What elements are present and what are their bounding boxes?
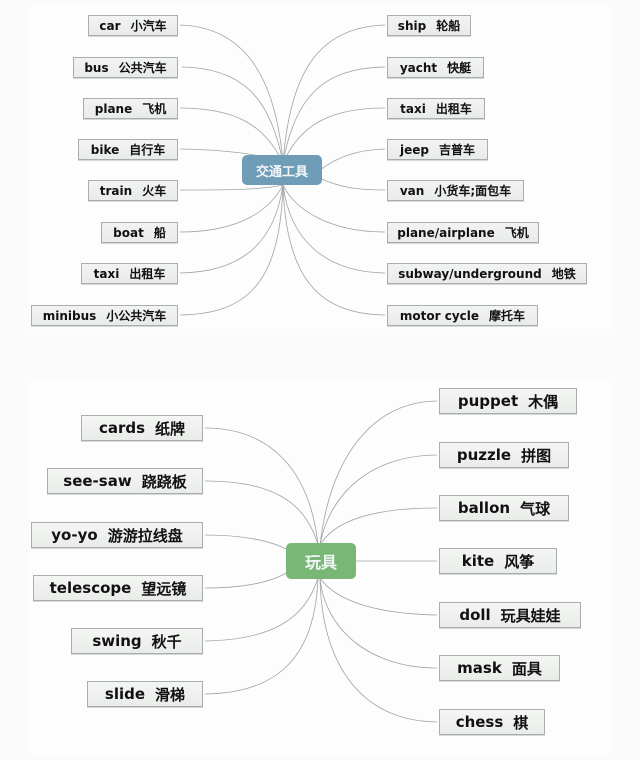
- toys-left-node[interactable]: telescope 望远镜: [33, 575, 203, 601]
- node-zh: 风筝: [504, 552, 535, 571]
- node-en: puzzle: [456, 446, 512, 464]
- node-en: plane/airplane: [397, 225, 495, 240]
- node-en: slide: [104, 685, 146, 703]
- node-zh: 摩托车: [489, 309, 526, 323]
- node-en: subway/underground: [398, 266, 542, 281]
- node-zh: 望远镜: [141, 579, 187, 598]
- transport-left-node[interactable]: boat 船: [101, 222, 178, 243]
- node-en: swing: [92, 632, 142, 650]
- node-en: mask: [457, 659, 502, 677]
- transport-center-node[interactable]: 交通工具: [242, 155, 322, 185]
- node-zh: 棋: [513, 713, 529, 732]
- toys-right-node[interactable]: ballon 气球: [439, 495, 569, 521]
- node-zh: 拼图: [521, 446, 552, 465]
- node-en: cards: [98, 419, 146, 437]
- transport-right-node[interactable]: jeep 吉普车: [387, 139, 488, 160]
- node-zh: 面具: [511, 659, 542, 678]
- node-zh: 小公共汽车: [106, 309, 167, 323]
- node-en: plane: [94, 101, 133, 116]
- node-en: doll: [459, 606, 491, 624]
- transport-left-node[interactable]: bike 自行车: [78, 139, 178, 160]
- node-en: bike: [90, 142, 120, 157]
- node-zh: 游游拉线盘: [107, 526, 183, 545]
- transport-right-node[interactable]: taxi 出租车: [387, 98, 485, 119]
- node-en: taxi: [93, 266, 120, 281]
- toys-center-node[interactable]: 玩具: [286, 543, 356, 579]
- transport-left-node[interactable]: taxi 出租车: [81, 263, 178, 284]
- node-zh: 气球: [520, 499, 551, 518]
- node-en: train: [99, 183, 133, 198]
- toys-left-node[interactable]: cards 纸牌: [81, 415, 203, 441]
- node-zh: 快艇: [447, 61, 472, 75]
- node-en: jeep: [400, 142, 429, 157]
- transport-right-node[interactable]: plane/airplane 飞机: [387, 222, 539, 243]
- node-zh: 自行车: [129, 143, 166, 157]
- transport-right-node[interactable]: van 小货车;面包车: [387, 180, 524, 201]
- node-en: yo-yo: [51, 526, 98, 544]
- node-en: car: [99, 18, 121, 33]
- node-zh: 火车: [142, 184, 167, 198]
- node-en: chess: [455, 713, 504, 731]
- node-zh: 轮船: [436, 19, 461, 33]
- node-en: bus: [84, 60, 109, 75]
- node-zh: 出租车: [129, 267, 166, 281]
- node-en: ballon: [457, 499, 511, 517]
- transport-left-node[interactable]: car 小汽车: [88, 15, 178, 36]
- node-en: telescope: [49, 579, 132, 597]
- toys-right-node[interactable]: chess 棋: [439, 709, 545, 735]
- node-en: minibus: [42, 308, 97, 323]
- node-en: yacht: [399, 60, 438, 75]
- node-zh: 出租车: [435, 102, 472, 116]
- node-en: puppet: [457, 392, 519, 410]
- node-en: boat: [113, 225, 144, 240]
- node-zh: 玩具娃娃: [500, 606, 561, 625]
- toys-right-node[interactable]: kite 风筝: [439, 548, 557, 574]
- node-zh: 飞机: [504, 226, 529, 240]
- toys-left-node[interactable]: slide 滑梯: [87, 681, 203, 707]
- node-zh: 公共汽车: [118, 61, 167, 75]
- node-zh: 秋千: [151, 632, 182, 651]
- transport-right-node[interactable]: motor cycle 摩托车: [387, 305, 538, 326]
- transport-left-node[interactable]: bus 公共汽车: [73, 57, 178, 78]
- node-zh: 飞机: [142, 102, 167, 116]
- toys-right-node[interactable]: puzzle 拼图: [439, 442, 569, 468]
- toys-right-node[interactable]: mask 面具: [439, 655, 560, 681]
- node-zh: 小汽车: [130, 19, 167, 33]
- toys-left-node[interactable]: see-saw 跷跷板: [47, 468, 203, 494]
- node-en: ship: [397, 18, 427, 33]
- transport-left-node[interactable]: minibus 小公共汽车: [31, 305, 178, 326]
- node-zh: 滑梯: [155, 685, 186, 704]
- node-en: motor cycle: [399, 308, 480, 323]
- node-zh: 木偶: [528, 392, 559, 411]
- transport-right-node[interactable]: yacht 快艇: [387, 57, 484, 78]
- toys-right-node[interactable]: puppet 木偶: [439, 388, 577, 414]
- node-en: taxi: [400, 101, 426, 116]
- node-zh: 船: [153, 226, 166, 240]
- node-en: van: [399, 183, 425, 198]
- node-zh: 地铁: [551, 267, 576, 281]
- node-en: see-saw: [63, 472, 132, 490]
- transport-left-node[interactable]: plane 飞机: [83, 98, 178, 119]
- transport-right-node[interactable]: subway/underground 地铁: [387, 263, 587, 284]
- node-zh: 跷跷板: [141, 472, 187, 491]
- node-en: kite: [461, 552, 495, 570]
- node-zh: 吉普车: [438, 143, 475, 157]
- transport-left-node[interactable]: train 火车: [88, 180, 178, 201]
- toys-left-node[interactable]: swing 秋千: [71, 628, 203, 654]
- node-zh: 纸牌: [155, 419, 186, 438]
- node-zh: 小货车;面包车: [434, 184, 512, 198]
- toys-left-node[interactable]: yo-yo 游游拉线盘: [31, 522, 203, 548]
- toys-right-node[interactable]: doll 玩具娃娃: [439, 602, 581, 628]
- transport-right-node[interactable]: ship 轮船: [387, 15, 471, 36]
